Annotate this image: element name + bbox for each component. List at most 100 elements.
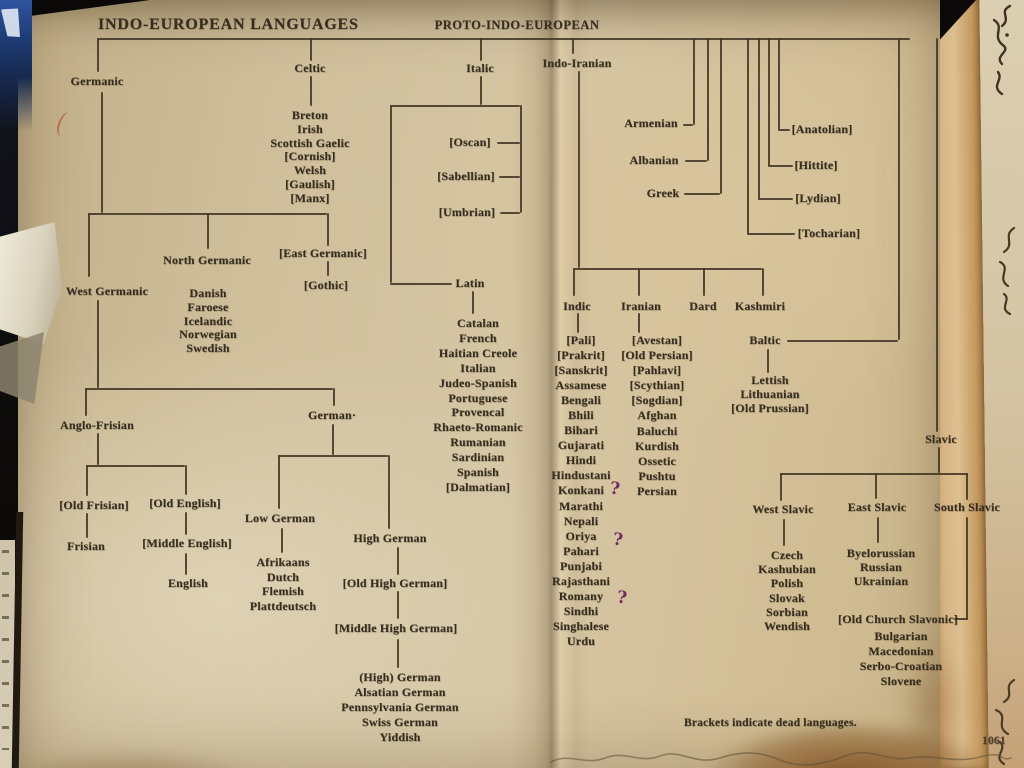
tree-line — [480, 76, 482, 105]
node-south-slavic: South Slavic — [933, 500, 1001, 514]
celtic-languages: Breton Irish Scottish Gaelic [Cornish] W… — [270, 108, 350, 205]
node-kashmiri: Kashmiri — [734, 299, 786, 313]
node-indo-iranian: Indo-Iranian — [542, 56, 612, 70]
tree-line — [778, 38, 780, 130]
node-slavic: Slavic — [925, 432, 957, 446]
tree-line — [97, 38, 910, 40]
tree-line — [780, 473, 782, 501]
handwritten-question-mark: ? — [609, 478, 622, 500]
node-iranian: Iranian — [620, 299, 662, 313]
node-frisian: Frisian — [66, 539, 106, 553]
node-english: English — [167, 576, 209, 590]
tree-line — [85, 388, 333, 390]
tree-line — [783, 519, 785, 546]
root-node-label: PROTO-INDO-EUROPEAN — [434, 18, 600, 32]
tree-line — [499, 176, 520, 178]
tree-line — [185, 465, 187, 495]
tree-line — [767, 349, 769, 373]
south-slavic-languages: Bulgarian Macedonian Serbo-Croatian Slov… — [859, 629, 943, 688]
stain — [640, 688, 980, 768]
node-germanic: Germanic — [70, 74, 124, 88]
tree-line — [333, 388, 335, 406]
stain — [880, 592, 970, 768]
tree-line — [397, 591, 399, 619]
iranian-languages: [Avestan] [Old Persian] [Pahlavi] [Scyth… — [621, 333, 693, 498]
node-anatolian: [Anatolian] — [791, 122, 853, 136]
node-sabellian: [Sabellian] — [437, 169, 495, 183]
tree-line — [520, 105, 522, 213]
node-old-high-german: [Old High German] — [342, 576, 448, 590]
tree-line — [638, 313, 640, 333]
tree-line — [500, 212, 520, 214]
underlying-page-text-marks — [2, 550, 9, 750]
node-lydian: [Lydian] — [795, 191, 841, 205]
tree-line — [577, 313, 579, 333]
tree-line — [278, 455, 280, 509]
baltic-languages: Lettish Lithuanian [Old Prussian] — [731, 373, 809, 415]
tree-line — [185, 553, 187, 575]
tree-line — [397, 639, 399, 668]
node-italic: Italic — [466, 61, 494, 75]
tree-line — [97, 300, 99, 388]
tree-line — [573, 268, 762, 270]
tree-line — [936, 38, 938, 432]
tree-line — [207, 213, 209, 249]
tree-line — [685, 160, 707, 162]
tree-line — [86, 513, 88, 538]
tree-line — [390, 105, 520, 107]
node-middle-high-german: [Middle High German] — [334, 621, 458, 635]
tree-line — [966, 517, 968, 620]
tree-line — [281, 528, 283, 553]
tree-line — [388, 455, 390, 529]
tree-line — [747, 38, 749, 234]
tree-line — [898, 38, 900, 340]
romance-languages: Catalan French Haitian Creole Italian Ju… — [433, 316, 523, 494]
node-gothic: [Gothic] — [303, 278, 349, 292]
node-greek: Greek — [646, 186, 680, 200]
node-anglo-frisian: Anglo-Frisian — [60, 418, 134, 432]
tree-line — [693, 38, 695, 125]
tree-line — [877, 517, 879, 543]
node-high-german: High German — [353, 531, 427, 545]
tree-line — [758, 198, 793, 200]
tree-line — [97, 433, 99, 465]
tree-line — [758, 38, 760, 199]
tree-line — [497, 142, 520, 144]
node-low-german: Low German — [244, 511, 316, 525]
tree-line — [86, 465, 185, 467]
north-germanic-languages: Danish Faroese Icelandic Norwegian Swedi… — [179, 286, 237, 356]
underlying-page-left — [0, 540, 15, 768]
tree-line — [310, 38, 312, 61]
page-title: INDO-EUROPEAN LANGUAGES — [98, 16, 359, 33]
node-oscan: [Oscan] — [449, 135, 491, 149]
tree-line — [327, 213, 329, 246]
tree-line — [572, 38, 574, 54]
tree-line — [768, 165, 793, 167]
page-number: 1061 — [982, 735, 1006, 747]
tree-line — [88, 213, 90, 277]
tree-line — [332, 424, 334, 455]
tree-line — [720, 38, 722, 194]
tree-line — [327, 261, 329, 276]
footnote: Brackets indicate dead languages. — [684, 717, 857, 729]
tree-line — [938, 447, 940, 473]
node-east-germanic: [East Germanic] — [279, 246, 367, 260]
node-baltic: Baltic — [749, 333, 781, 347]
tree-line — [278, 455, 388, 457]
node-umbrian: [Umbrian] — [438, 205, 496, 219]
node-old-english: [Old English] — [149, 496, 221, 510]
node-west-germanic: West Germanic — [65, 284, 149, 298]
high-german-languages: (High) German Alsatian German Pennsylvan… — [341, 670, 459, 744]
tree-line — [707, 38, 709, 161]
tree-line — [185, 512, 187, 535]
tree-line — [310, 76, 312, 106]
node-west-slavic: West Slavic — [752, 502, 814, 516]
tree-line — [778, 129, 790, 131]
tree-line — [683, 124, 693, 126]
node-celtic: Celtic — [294, 61, 326, 75]
margin-handwriting-icon — [994, 678, 1016, 766]
tree-line — [787, 340, 898, 342]
node-dard: Dard — [689, 299, 717, 313]
node-tocharian: [Tocharian] — [797, 226, 861, 240]
